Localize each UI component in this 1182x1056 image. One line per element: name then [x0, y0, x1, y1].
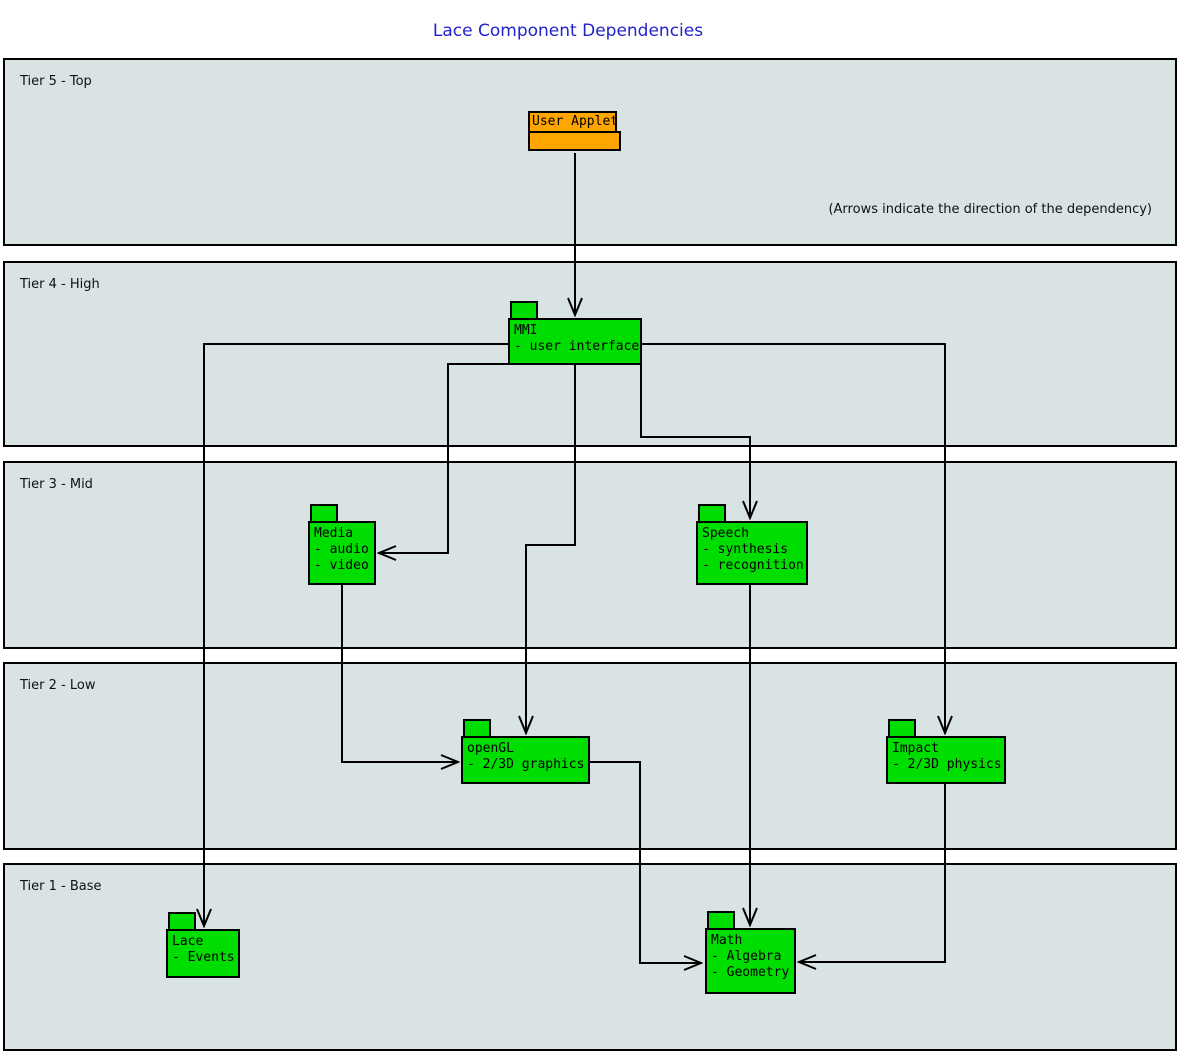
component-media: Media - audio - video	[308, 504, 376, 585]
component-detail: - 2/3D graphics	[467, 757, 585, 772]
tier-3-label: Tier 3 - Mid	[20, 477, 93, 492]
tier-4-label: Tier 4 - High	[20, 277, 100, 292]
folder-tab-icon	[510, 301, 538, 318]
component-title: openGL	[467, 741, 514, 756]
component-title: Lace	[172, 934, 204, 949]
component-title: Speech	[702, 526, 749, 541]
user-applet-label-box: User Applet	[528, 111, 618, 133]
folder-tab-icon	[310, 504, 338, 521]
component-detail: - 2/3D physics	[892, 757, 1002, 772]
diagram-title: Lace Component Dependencies	[432, 21, 704, 41]
component-detail: - Events	[172, 950, 235, 965]
component-detail: - Algebra	[711, 949, 782, 964]
component-title: Math	[711, 933, 743, 948]
arrow-direction-note: (Arrows indicate the direction of the de…	[828, 202, 1152, 217]
component-opengl: openGL - 2/3D graphics	[461, 719, 590, 784]
folder-tab-icon	[707, 911, 735, 928]
folder-tab-icon	[168, 912, 196, 929]
component-detail: - Geometry	[711, 965, 790, 980]
component-speech: Speech - synthesis - recognition	[696, 504, 808, 585]
folder-tab-icon	[698, 504, 726, 521]
component-detail: - audio	[314, 542, 369, 557]
user-applet-body	[528, 131, 621, 151]
component-detail: - recognition	[702, 558, 804, 573]
component-title: MMI	[514, 323, 538, 338]
component-title: Impact	[892, 741, 939, 756]
component-detail: - synthesis	[702, 542, 789, 557]
tier-3-band: Tier 3 - Mid	[3, 461, 1177, 649]
tier-5-band: Tier 5 - Top	[3, 58, 1177, 246]
component-detail: - user interface	[514, 339, 640, 354]
tier-5-label: Tier 5 - Top	[20, 74, 92, 89]
component-lace: Lace - Events	[166, 912, 240, 978]
folder-tab-icon	[888, 719, 916, 736]
component-title: Media	[314, 526, 354, 541]
component-math: Math - Algebra - Geometry	[705, 911, 796, 994]
folder-tab-icon	[463, 719, 491, 736]
component-user-applet: User Applet	[528, 111, 621, 151]
component-impact: Impact - 2/3D physics	[886, 719, 1006, 784]
tier-1-label: Tier 1 - Base	[20, 879, 102, 894]
tier-2-label: Tier 2 - Low	[20, 678, 96, 693]
component-detail: - video	[314, 558, 369, 573]
component-mmi: MMI - user interface	[508, 301, 642, 365]
